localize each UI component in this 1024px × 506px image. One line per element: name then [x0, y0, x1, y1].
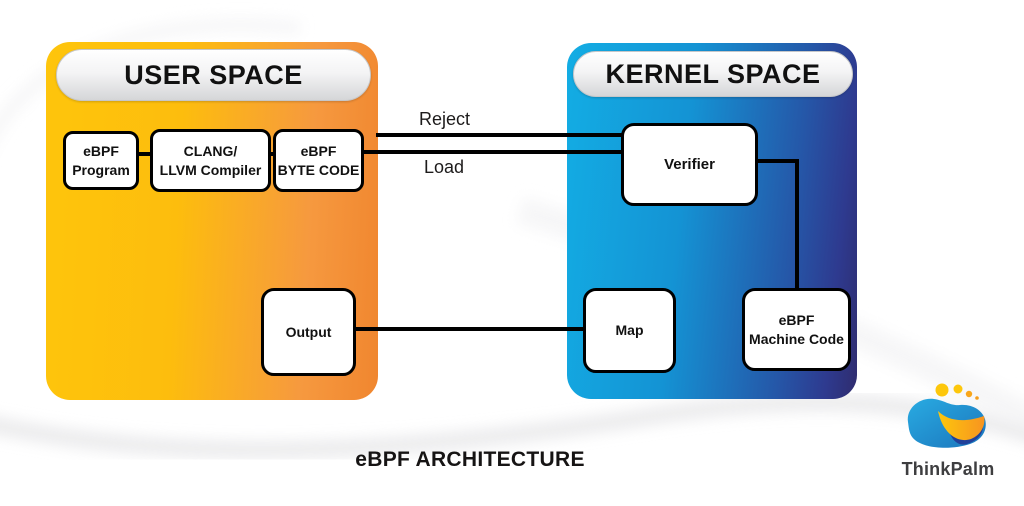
node-ebpf-machine-code: eBPF Machine Code	[742, 288, 851, 371]
connector-reject-line	[376, 133, 623, 137]
edge-label-load: Load	[424, 157, 465, 177]
node-clang-llvm-compiler-label: CLANG/ LLVM Compiler	[159, 143, 262, 178]
node-ebpf-program-label: eBPF Program	[72, 143, 130, 178]
node-output-label: Output	[285, 323, 332, 340]
node-ebpf-program: eBPF Program	[63, 131, 139, 190]
user-space-header: USER SPACE	[56, 49, 371, 101]
connector-verifier-to-machine-code	[795, 159, 799, 290]
node-ebpf-byte-code-label: eBPF BYTE CODE	[277, 143, 360, 178]
node-map: Map	[583, 288, 676, 373]
node-verifier: Verifier	[621, 123, 758, 206]
node-output: Output	[261, 288, 356, 376]
node-verifier-label: Verifier	[664, 155, 715, 173]
connector-verifier-horizontal	[751, 159, 799, 163]
diagram-title: eBPF ARCHITECTURE	[355, 448, 585, 471]
connector-output-map	[349, 327, 584, 331]
node-ebpf-machine-code-label: eBPF Machine Code	[749, 312, 844, 347]
kernel-space-header: KERNEL SPACE	[573, 51, 853, 97]
thinkpalm-logo-icon	[907, 383, 986, 448]
kernel-space-header-label: KERNEL SPACE	[605, 58, 821, 89]
thinkpalm-branding: ThinkPalm	[898, 380, 998, 480]
user-space-header-label: USER SPACE	[124, 59, 303, 90]
connector-program-compiler	[133, 152, 152, 156]
edge-label-reject: Reject	[419, 109, 471, 129]
connector-load-line	[357, 150, 623, 154]
node-ebpf-byte-code: eBPF BYTE CODE	[273, 129, 364, 192]
node-map-label: Map	[615, 322, 644, 339]
node-clang-llvm-compiler: CLANG/ LLVM Compiler	[150, 129, 271, 192]
thinkpalm-wordmark: ThinkPalm	[901, 459, 995, 479]
